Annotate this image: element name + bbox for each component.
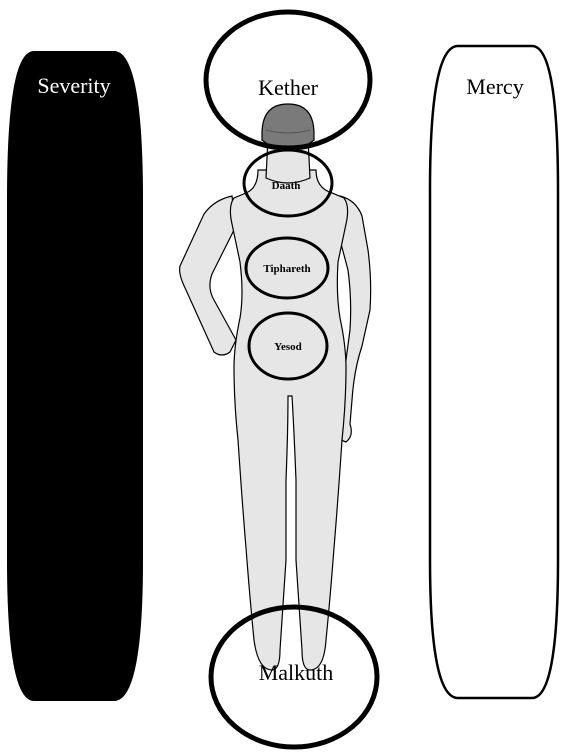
- yesod-label: Yesod: [274, 341, 302, 353]
- malkuth-label: Malkuth: [259, 660, 334, 685]
- figure-arm-left: [180, 196, 236, 355]
- mercy-pillar: [430, 46, 558, 698]
- mercy-label: Mercy: [466, 74, 523, 99]
- severity-pillar: [8, 52, 142, 700]
- figure-head: [262, 104, 314, 150]
- figure-torso-legs: [230, 170, 347, 670]
- severity-label: Severity: [37, 73, 110, 98]
- tiphareth-label: Tiphareth: [263, 263, 310, 275]
- daath-label: Daath: [272, 180, 301, 192]
- kether-label: Kether: [258, 75, 319, 100]
